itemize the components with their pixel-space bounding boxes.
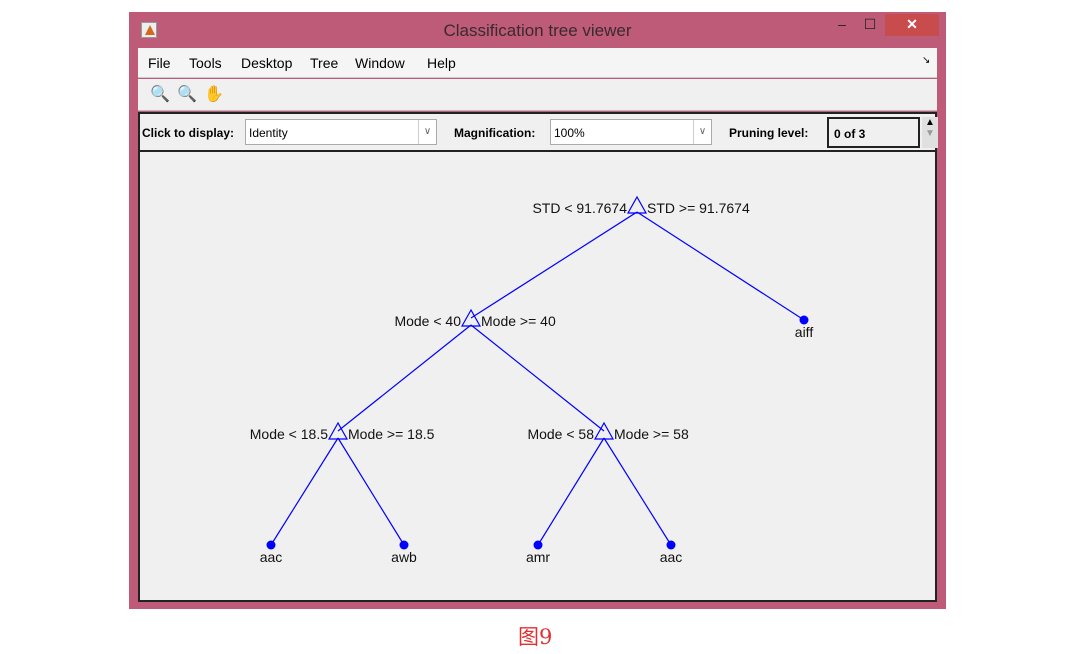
leaf-label: aac <box>660 549 683 565</box>
pruning-level-field: 0 of 3 <box>827 117 920 148</box>
split-node-icon <box>460 308 482 327</box>
menu-tools[interactable]: Tools <box>189 55 222 71</box>
pruning-spinner[interactable]: ▲▼ <box>922 117 938 148</box>
leaf-node-dot <box>533 540 543 550</box>
pan-icon[interactable]: ✋ <box>204 86 224 103</box>
control-panel: Click to display: Identity ∨ Magnificatio… <box>138 112 938 152</box>
toolbar: 🔍 🔍 ✋ <box>138 79 937 111</box>
leaf-node-dot <box>266 540 276 550</box>
tree-edge <box>636 211 805 321</box>
magnification-label: Magnification: <box>454 126 536 140</box>
split-left-label: Mode < 18.5 <box>250 426 328 442</box>
menu-tree[interactable]: Tree <box>310 55 339 71</box>
magnification-select[interactable]: 100% ∨ <box>550 119 712 145</box>
maximize-button[interactable]: ☐ <box>863 16 877 32</box>
leaf-node-dot <box>799 315 809 325</box>
split-node-icon <box>593 421 615 440</box>
zoom-out-icon[interactable]: 🔍 <box>177 86 197 103</box>
title-bar: Classification tree viewer ‒ ☐ ✕ <box>129 12 946 48</box>
split-right-label: STD >= 91.7674 <box>647 200 750 216</box>
leaf-node-dot <box>666 540 676 550</box>
tree-edge <box>270 437 339 546</box>
window-title: Classification tree viewer <box>443 21 632 40</box>
close-button[interactable]: ✕ <box>885 14 939 36</box>
leaf-node-dot <box>399 540 409 550</box>
leaf-label: aac <box>260 549 283 565</box>
tree-canvas <box>138 152 937 602</box>
tree-edge <box>337 437 405 546</box>
dock-icon[interactable]: ↘ <box>922 55 931 66</box>
split-left-label: Mode < 40 <box>394 313 461 329</box>
split-node-icon <box>327 421 349 440</box>
leaf-label: amr <box>526 549 550 565</box>
tree-edge <box>470 324 605 432</box>
chevron-down-icon: ∨ <box>418 120 436 144</box>
tree-edge <box>537 437 605 546</box>
display-value: Identity <box>249 126 288 140</box>
chevron-down-icon: ∨ <box>693 120 711 144</box>
menu-bar: File Tools Desktop Tree Window Help ↘ <box>138 48 937 78</box>
magnification-value: 100% <box>554 126 585 140</box>
figure-caption: 图9 <box>518 625 553 649</box>
split-right-label: Mode >= 40 <box>481 313 556 329</box>
leaf-label: awb <box>391 549 417 565</box>
tree-edge <box>603 437 672 546</box>
pruning-label: Pruning level: <box>729 126 809 140</box>
split-node-icon <box>626 195 648 214</box>
display-label: Click to display: <box>142 126 235 140</box>
menu-window[interactable]: Window <box>355 55 405 71</box>
tree-edge <box>337 324 472 432</box>
display-select[interactable]: Identity ∨ <box>245 119 437 145</box>
menu-help[interactable]: Help <box>427 55 456 71</box>
minimize-button[interactable]: ‒ <box>838 16 846 32</box>
tree-edge <box>470 211 638 319</box>
split-right-label: Mode >= 18.5 <box>348 426 435 442</box>
zoom-in-icon[interactable]: 🔍 <box>150 86 170 103</box>
split-left-label: Mode < 58 <box>527 426 594 442</box>
split-right-label: Mode >= 58 <box>614 426 689 442</box>
menu-file[interactable]: File <box>148 55 171 71</box>
menu-desktop[interactable]: Desktop <box>241 55 293 71</box>
split-left-label: STD < 91.7674 <box>532 200 627 216</box>
matlab-icon <box>141 22 157 38</box>
leaf-label: aiff <box>795 324 814 340</box>
tree-viewer-window: Classification tree viewer ‒ ☐ ✕ File To… <box>129 12 946 609</box>
